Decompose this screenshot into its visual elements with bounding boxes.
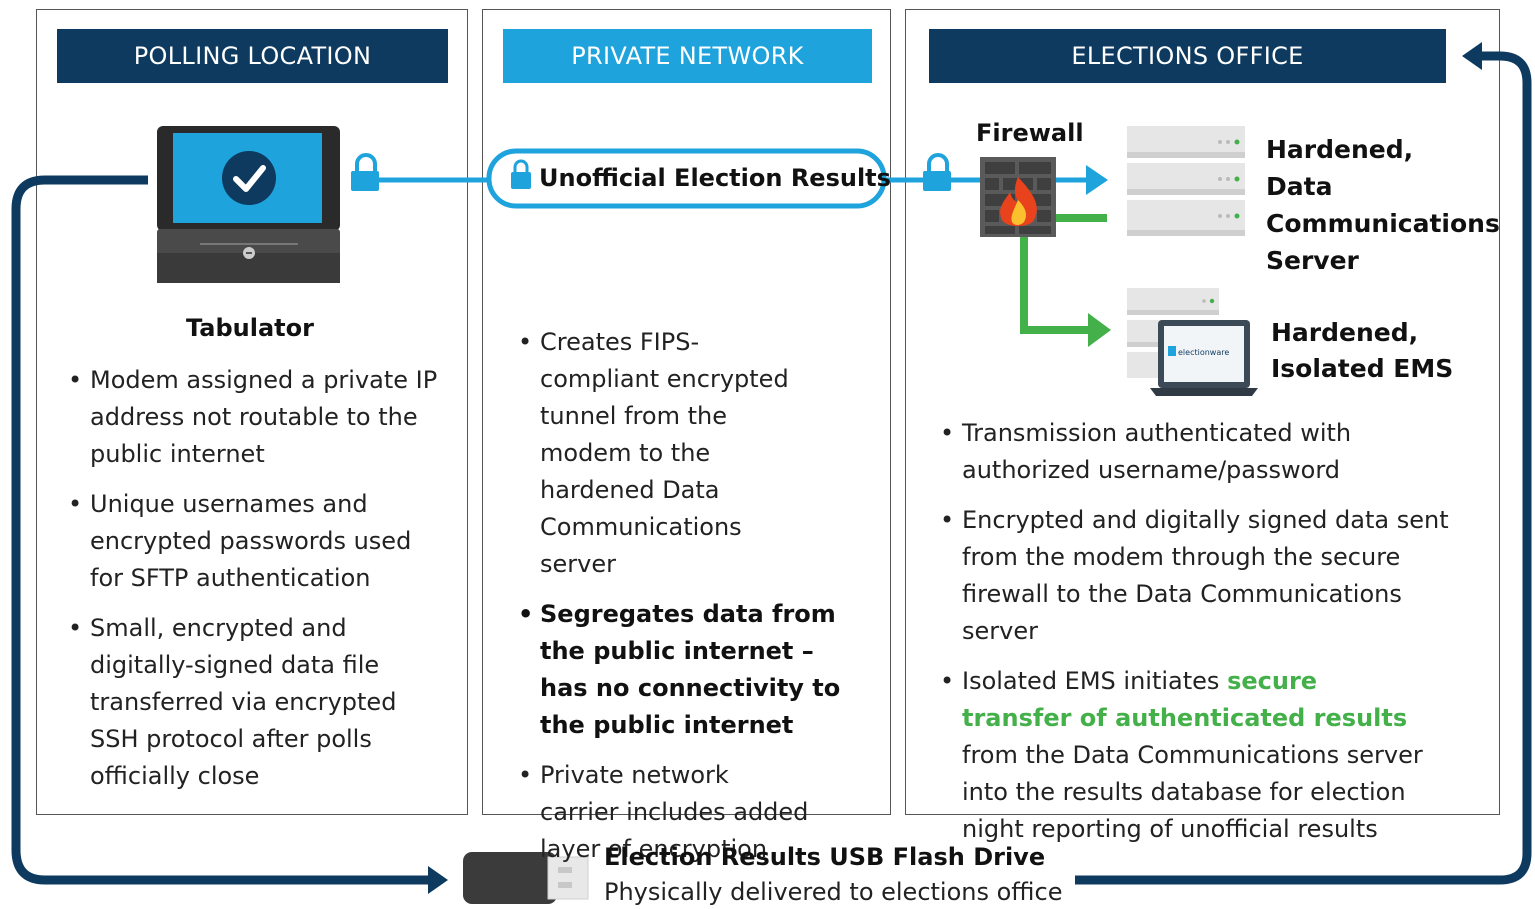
server-icon — [1127, 126, 1245, 236]
tunnel-padlock-icon — [511, 159, 531, 189]
green-ems-path — [1020, 236, 1090, 334]
green-ems-arrowhead — [1088, 313, 1111, 347]
firewall-label: Firewall — [976, 119, 1084, 147]
laptop-icon: electionware — [1150, 320, 1258, 396]
tunnel-label: Unofficial Election Results — [539, 164, 891, 192]
tabulator-label: Tabulator — [186, 314, 314, 342]
bullet3-pre: Isolated EMS initiates — [962, 667, 1228, 695]
tunnel-pill — [486, 148, 887, 209]
polling-bullet-3: Small, encrypted and digitally-signed da… — [64, 610, 449, 795]
usb-title: Election Results USB Flash Drive — [604, 843, 1046, 871]
right-return-path — [1075, 51, 1532, 885]
transmission-arrowhead — [1086, 165, 1108, 195]
polling-bullet-list: Modem assigned a private IP address not … — [64, 362, 449, 808]
right-return-arrowhead — [1462, 42, 1482, 70]
left-return-arrowhead — [428, 866, 448, 894]
elections-office-header: ELECTIONS OFFICE — [929, 29, 1446, 83]
server-label: Hardened, Data Communications Server — [1266, 135, 1500, 275]
polling-bullet-1: Modem assigned a private IP address not … — [64, 362, 449, 473]
ems-label: Hardened, Isolated EMS — [1271, 318, 1454, 383]
tabulator-icon — [157, 126, 340, 283]
private-network-header: PRIVATE NETWORK — [503, 29, 872, 83]
secure-transfer-highlight: secure transfer of authenticated results — [962, 667, 1408, 732]
laptop-screen-text: electionware — [1178, 348, 1229, 357]
elections-office-bullet-1: Transmission authenticated with authoriz… — [936, 415, 1484, 489]
elections-office-bullet-list: Transmission authenticated with authoriz… — [936, 415, 1484, 861]
private-network-bullet-3: Private network carrier includes added l… — [514, 757, 859, 868]
padlock-icon-tabulator — [351, 153, 379, 191]
elections-office-bullet-2: Encrypted and digitally signed data sent… — [936, 502, 1484, 650]
firewall-icon — [980, 157, 1056, 237]
private-network-bullet-list: Creates FIPS-compliant encrypted tunnel … — [514, 324, 859, 881]
left-return-path — [11, 175, 432, 885]
usb-subtitle: Physically delivered to elections office — [604, 878, 1063, 906]
private-network-bullet-2: Segregates data from the public internet… — [514, 596, 859, 744]
elections-office-bullet-3: Isolated EMS initiates secure transfer o… — [936, 663, 1484, 848]
polling-location-header: POLLING LOCATION — [57, 29, 448, 83]
padlock-icon-firewall — [923, 153, 951, 191]
polling-bullet-2: Unique usernames and encrypted passwords… — [64, 486, 449, 597]
bullet3-post: from the Data Communications server into… — [962, 741, 1423, 843]
private-network-bullet-1: Creates FIPS-compliant encrypted tunnel … — [514, 324, 859, 583]
